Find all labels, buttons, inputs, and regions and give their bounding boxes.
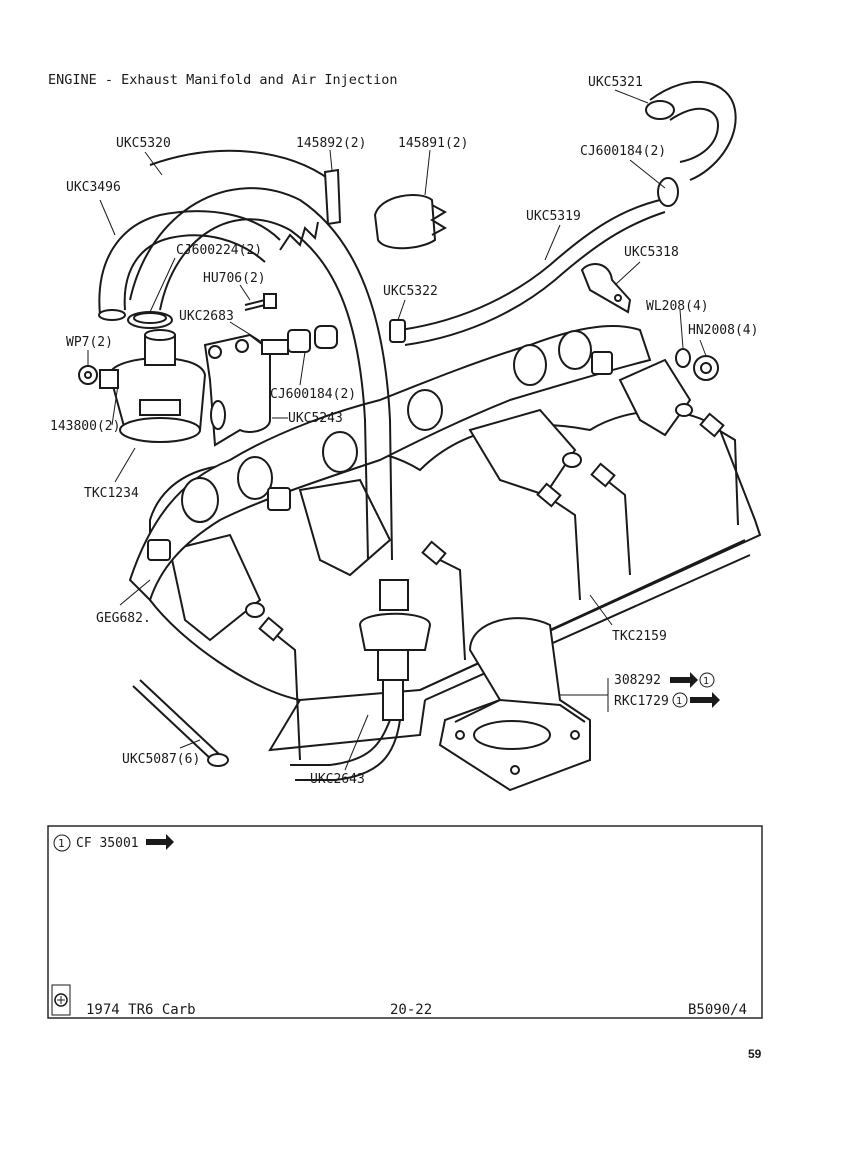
hose-ukc5321: [645, 80, 737, 181]
svg-text:1: 1: [703, 676, 709, 687]
callout-cj600184-mid: CJ600184(2): [270, 387, 356, 402]
hose-ukc3496: [98, 210, 281, 321]
diagram-title: ENGINE - Exhaust Manifold and Air Inject…: [48, 72, 398, 88]
callout-hn2008: HN2008(4): [688, 323, 758, 338]
callout-ukc2643: UKC2643: [310, 772, 365, 787]
callout-308292: 308292: [614, 673, 661, 688]
note-1-icon: 1: [672, 692, 688, 708]
clip-ukc2683: [261, 325, 338, 355]
callout-cj600184-top: CJ600184(2): [580, 144, 666, 159]
note-box: [47, 825, 763, 1019]
callout-145892: 145892(2): [296, 136, 366, 151]
note-1-icon: 1: [53, 834, 71, 852]
callout-ukc5319: UKC5319: [526, 209, 581, 224]
page-number: 59: [748, 1047, 762, 1061]
callout-ukc2683: UKC2683: [179, 309, 234, 324]
footer-model: 1974 TR6 Carb: [86, 1002, 196, 1018]
callout-tkc1234: TKC1234: [84, 486, 139, 501]
callout-145891: 145891(2): [398, 136, 468, 151]
callout-ukc5087: UKC5087(6): [122, 752, 200, 767]
british-leyland-logo: [51, 984, 71, 1016]
air-rail-pipes: [258, 412, 739, 761]
callout-ukc5322: UKC5322: [383, 284, 438, 299]
bolt-hu706: [244, 293, 277, 311]
manifold-gasket-geg682: [128, 324, 652, 602]
callout-wp7: WP7(2): [66, 335, 113, 350]
callout-hu706: HU706(2): [203, 271, 266, 286]
bracket-ukc5243: [203, 333, 271, 447]
callout-geg682: GEG682.: [96, 611, 151, 626]
callout-rkc1729: RKC1729: [614, 694, 669, 709]
arrow-right-icon: [690, 692, 720, 708]
pipe-ukc5319: [399, 177, 679, 346]
callout-tkc2159: TKC2159: [612, 629, 667, 644]
svg-text:1: 1: [58, 837, 65, 850]
leader-lines: [87, 89, 707, 771]
pipe-ukc5087: [132, 679, 229, 767]
callout-ukc5243: UKC5243: [288, 411, 343, 426]
callout-ukc3496: UKC3496: [66, 180, 121, 195]
clamp-145891: [373, 194, 448, 250]
nut-hn2008: [693, 355, 719, 381]
note-text: CF 35001: [76, 836, 139, 851]
callout-143800: 143800(2): [50, 419, 120, 434]
hose-clamp-cj600224: [127, 311, 173, 329]
callout-ukc5320: UKC5320: [116, 136, 171, 151]
footer-page-ref: 20-22: [390, 1002, 432, 1018]
clip-145892: [323, 168, 342, 226]
union-ukc5322: [389, 319, 406, 343]
bracket-ukc5318: [580, 263, 632, 314]
note-1-icon: 1: [699, 672, 715, 688]
callout-ukc5321: UKC5321: [588, 75, 643, 90]
footer-plate-ref: B5090/4: [688, 1002, 747, 1018]
arrow-right-icon: [146, 834, 174, 850]
callout-cj600224: CJ600224(2): [176, 243, 262, 258]
callout-ukc5318: UKC5318: [624, 245, 679, 260]
arrow-right-icon: [670, 672, 698, 688]
washer-nut-wp7: [78, 365, 98, 385]
clamp-saw-tooth: [279, 221, 319, 251]
washer-wl208: [675, 348, 691, 368]
air-pump-tkc1234: [99, 329, 207, 443]
check-valve-ukc2643: [290, 579, 432, 781]
svg-text:1: 1: [676, 696, 682, 707]
air-hose-ukc5320: [129, 149, 393, 561]
callout-wl208: WL208(4): [646, 299, 709, 314]
